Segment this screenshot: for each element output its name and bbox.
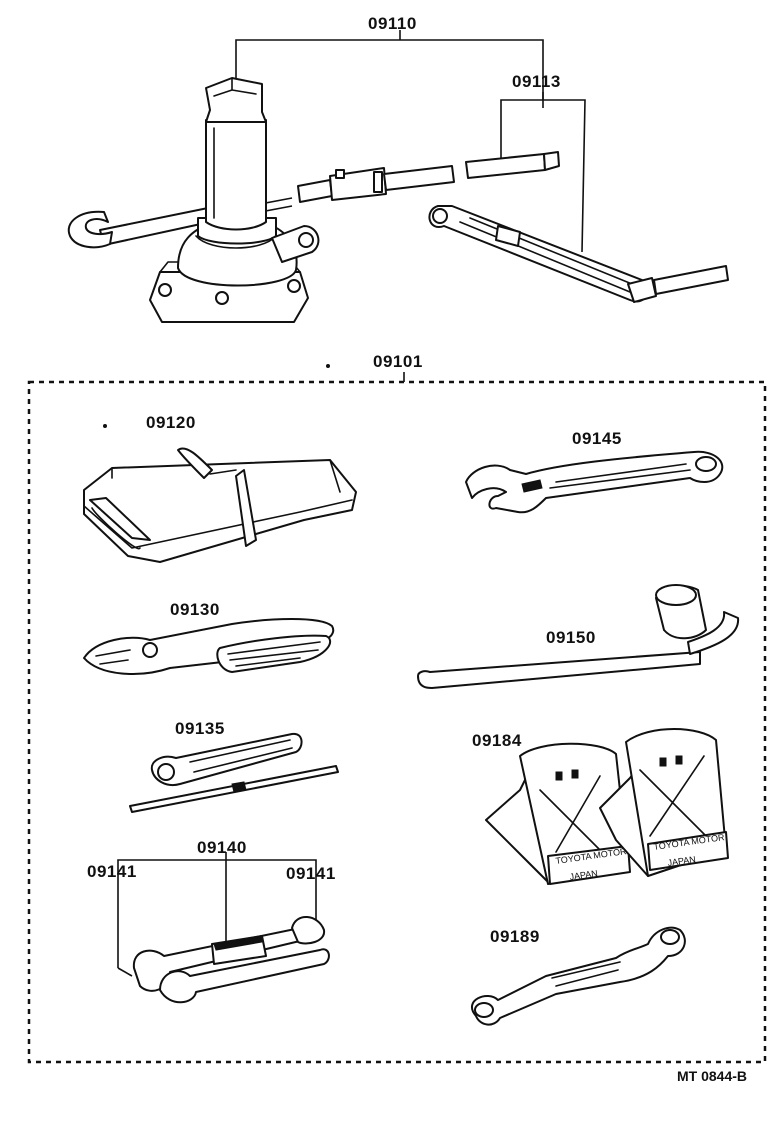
jack-rod-illustration [297,151,560,203]
wheel-chocks-illustration: TOYOTA MOTOR JAPAN TOYOTA MOTOR JAPAN [485,728,729,885]
jack-set-bracket [235,30,544,108]
scissor-jack-illustration [149,77,320,323]
screwdriver-illustration [129,732,339,813]
label-lug-wrench: 09150 [546,628,596,647]
label-wrench-left: 09141 [87,862,137,881]
adjustable-wrench-illustration [465,450,724,514]
left-chock-country-text: JAPAN [569,868,598,882]
label-wrench-right: 09141 [286,864,336,883]
label-screwdriver: 09135 [175,719,225,738]
jack-lever-illustration [428,205,729,303]
jack-handle-bracket [500,92,586,253]
label-box-wrench: 09189 [490,927,540,946]
stray-mark [326,364,330,368]
label-tool-set: 09101 [373,352,423,371]
pliers-illustration [83,618,335,675]
label-jack-set: 09110 [368,14,417,33]
right-chock-country-text: JAPAN [667,854,696,868]
tool-set-frame [27,372,767,1064]
tool-bag-illustration [83,447,357,563]
lug-wrench-illustration [417,584,740,689]
diagram-code: MT 0844-B [677,1068,748,1084]
stray-mark [103,424,107,428]
box-wrench-illustration [471,926,686,1026]
label-wheel-chocks: 09184 [472,731,522,750]
label-jack-handle: 09113 [512,72,561,91]
label-wrench-set: 09140 [197,838,247,857]
label-tool-bag: 09120 [146,413,196,432]
open-end-wrench-set-illustration [117,852,330,1004]
label-adjustable-wrench: 09145 [572,429,622,448]
label-pliers: 09130 [170,600,220,619]
